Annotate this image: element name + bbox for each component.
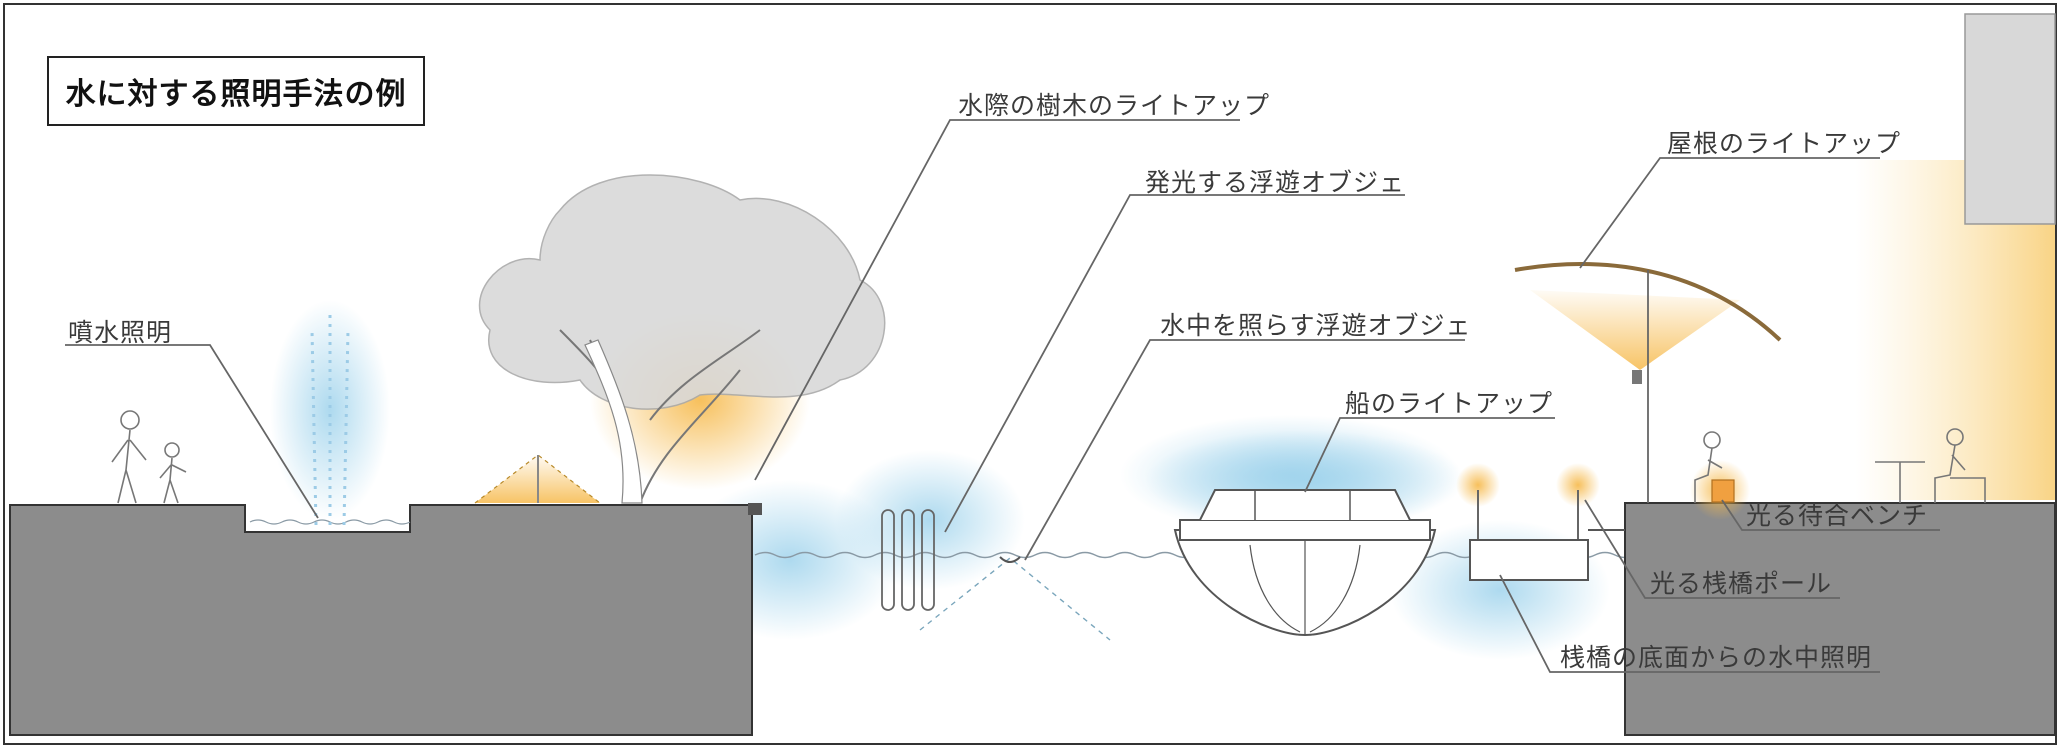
left-embankment [9,503,762,736]
label-fountain: 噴水照明 [68,318,173,347]
label-pier-underwater: 桟橋の底面からの水中照明 [1560,643,1873,672]
label-bench: 光る待合ベンチ [1746,501,1929,530]
pedestrians [111,410,187,504]
label-underwater-floating-object: 水中を照らす浮遊オブジェ [1160,311,1472,340]
boat [1145,430,1465,637]
building-wall [1855,13,2056,500]
diagram-title: 水に対する照明手法の例 [47,56,425,126]
label-pier-pole: 光る桟橋ポール [1650,569,1833,598]
underwater-glows [680,415,1610,660]
leader-lines [65,119,1940,673]
label-boat: 船のライトアップ [1345,389,1554,418]
label-glowing-floating-object: 発光する浮遊オブジェ [1145,168,1406,197]
label-roof: 屋根のライトアップ [1667,129,1902,158]
label-waterside-tree: 水際の樹木のライトアップ [958,91,1271,120]
underwater-floating-object [919,556,1111,641]
diagram-frame [3,3,2057,745]
pier [1456,463,1625,581]
glowing-floating-object [881,509,935,611]
fountain-illustration [270,300,390,526]
right-embankment [1624,502,2056,736]
ground-lamp [474,454,601,504]
waterside-tree [478,174,886,504]
bench-and-people [1690,428,1986,520]
roof-canopy [1514,262,1782,503]
